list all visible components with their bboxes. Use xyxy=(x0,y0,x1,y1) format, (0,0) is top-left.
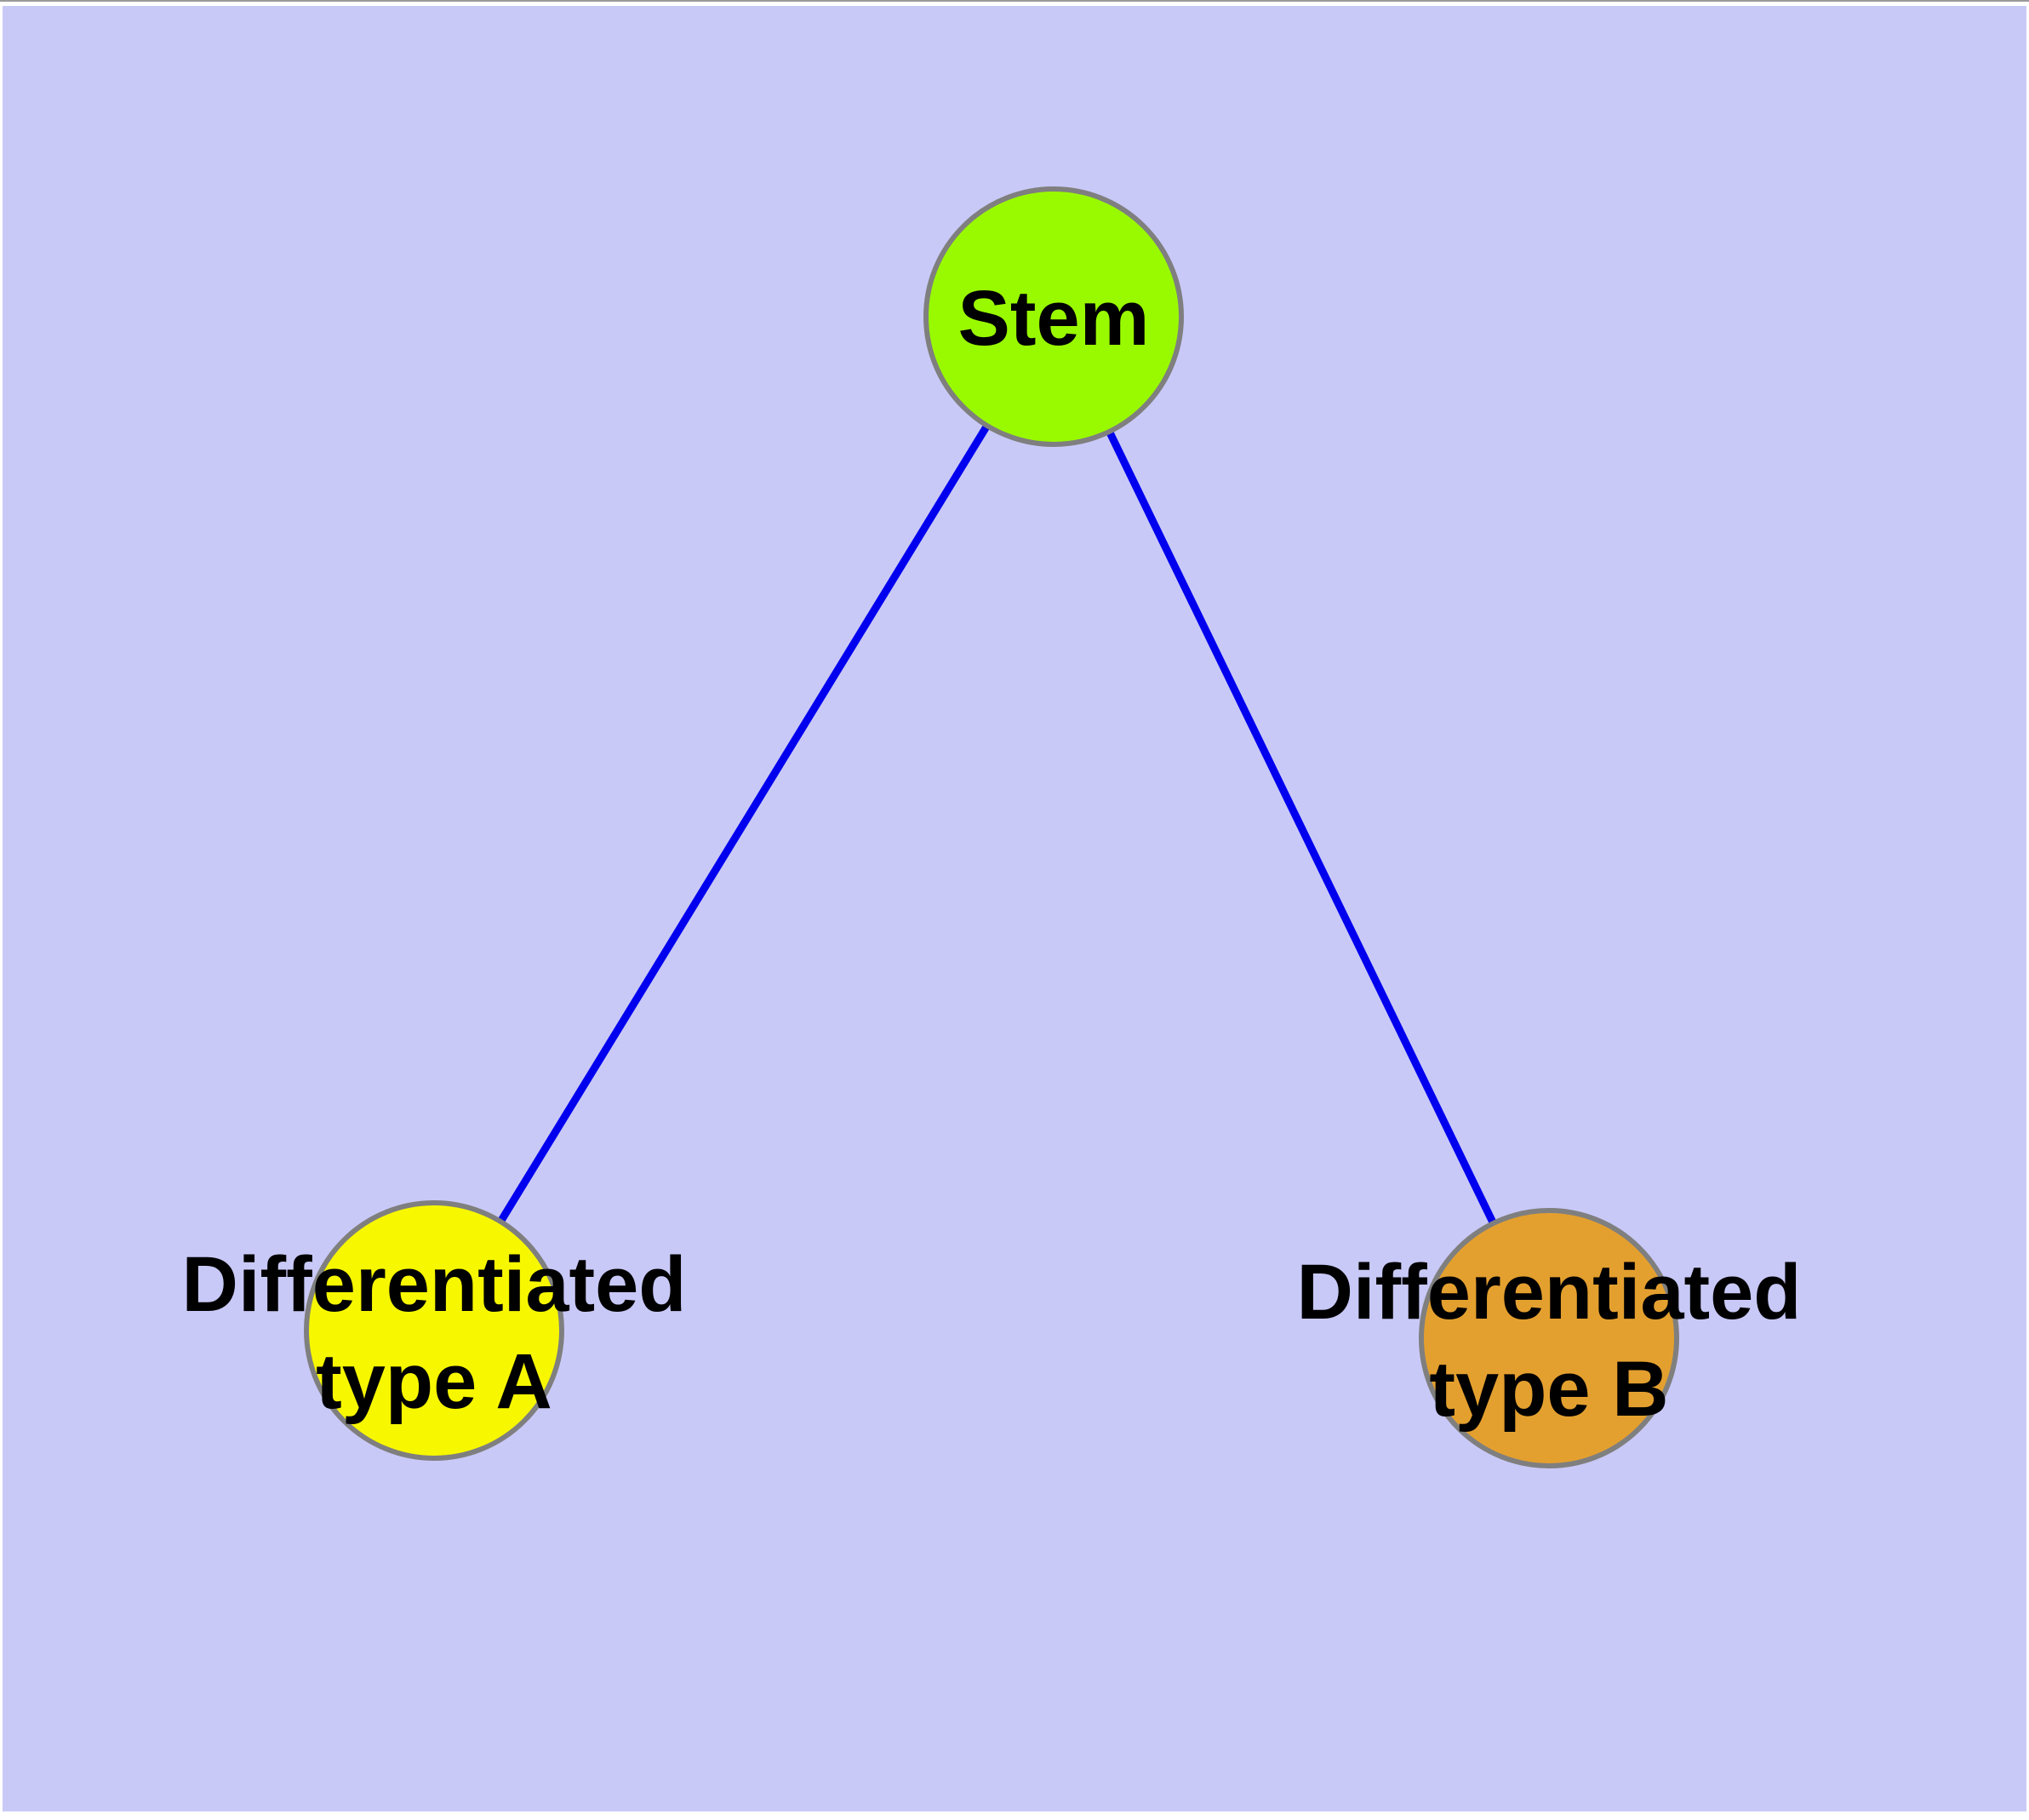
type-b-label-line2: type B xyxy=(1429,1346,1668,1433)
type-a-node xyxy=(304,1200,564,1461)
type-b-label-line1: Differentiated xyxy=(1297,1249,1802,1336)
type-a-label-line1: Differentiated xyxy=(182,1241,687,1328)
stem-node-label: Stem xyxy=(958,275,1150,362)
edge-stem-to-type-b xyxy=(1049,315,1553,1340)
type-a-label-line2: type A xyxy=(316,1338,552,1425)
type-b-node xyxy=(1419,1208,1679,1468)
top-hairline xyxy=(0,0,2029,2)
stem-node xyxy=(923,186,1184,447)
edge-stem-to-type-a xyxy=(431,314,1057,1333)
